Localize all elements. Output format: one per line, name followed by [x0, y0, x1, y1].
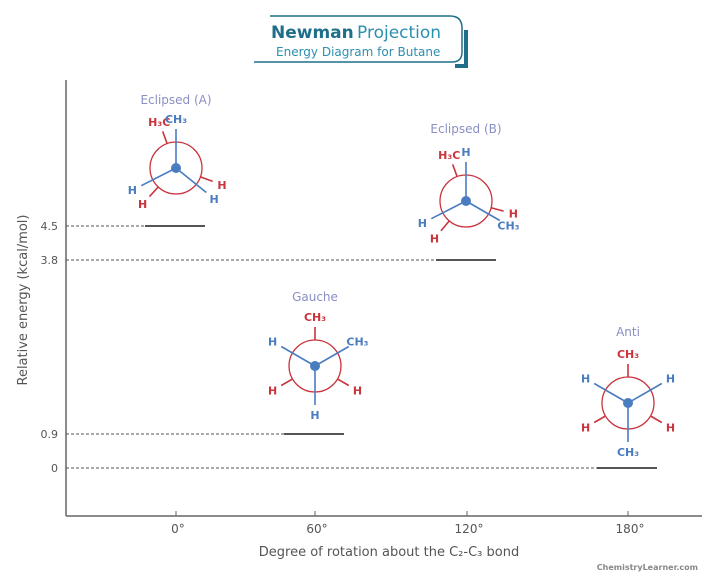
- back-substituent: H: [509, 208, 518, 221]
- back-substituent: H: [217, 179, 226, 192]
- front-bond: [280, 345, 316, 367]
- back-bond: [650, 415, 663, 424]
- front-substituent: CH₃: [165, 113, 187, 126]
- front-substituent: H: [310, 409, 319, 422]
- front-substituent: H: [128, 184, 137, 197]
- back-substituent: H: [430, 233, 439, 246]
- front-bond: [314, 345, 350, 367]
- front-carbon-dot: [310, 361, 320, 371]
- back-substituent: CH₃: [617, 348, 639, 361]
- front-substituent: CH₃: [617, 446, 639, 459]
- y-axis-label: Relative energy (kcal/mol): [16, 215, 31, 386]
- front-bond: [430, 200, 467, 220]
- y-tick-label: 0.9: [41, 428, 59, 441]
- front-carbon-dot: [171, 163, 181, 173]
- front-substituent: H: [461, 146, 470, 159]
- back-bond: [337, 378, 350, 387]
- back-substituent: H: [268, 385, 277, 398]
- title-light: Projection: [357, 23, 441, 43]
- x-tick-label: 60°: [306, 522, 327, 536]
- y-tick-label: 0: [51, 462, 58, 475]
- subtitle: Energy Diagram for Butane: [276, 45, 440, 59]
- back-bond: [490, 206, 504, 212]
- x-tick-label: 180°: [616, 522, 645, 536]
- front-substituent: H: [268, 336, 277, 349]
- back-bond: [593, 415, 606, 424]
- x-tick-label: 120°: [455, 522, 484, 536]
- back-substituent: H: [666, 422, 675, 435]
- conformer-label: Anti: [616, 325, 640, 339]
- back-substituent: H: [353, 385, 362, 398]
- front-substituent: H: [418, 217, 427, 230]
- back-bond: [440, 220, 450, 232]
- front-bond: [140, 167, 177, 187]
- front-bond: [627, 382, 663, 404]
- conformer-label: Eclipsed (A): [140, 93, 211, 107]
- conformer-label: Eclipsed (B): [430, 122, 501, 136]
- x-axis-label: Degree of rotation about the C₂-C₃ bond: [259, 545, 519, 560]
- back-substituent: CH₃: [304, 311, 326, 324]
- back-bond: [280, 378, 293, 387]
- front-substituent: CH₃: [497, 220, 519, 233]
- back-substituent: H: [581, 422, 590, 435]
- back-bond: [451, 164, 458, 177]
- y-tick-label: 3.8: [41, 254, 59, 267]
- back-bond: [161, 131, 168, 144]
- back-substituent: H: [138, 198, 147, 211]
- back-substituent: H₃C: [148, 116, 170, 129]
- front-substituent: H: [581, 373, 590, 386]
- conformer-label: Gauche: [292, 290, 338, 304]
- front-carbon-dot: [461, 196, 471, 206]
- back-bond: [148, 186, 159, 198]
- front-carbon-dot: [623, 398, 633, 408]
- watermark: ChemistryLearner.com: [597, 563, 698, 572]
- front-substituent: CH₃: [346, 336, 368, 349]
- front-bond: [465, 200, 501, 222]
- front-substituent: H: [209, 193, 218, 206]
- y-tick-label: 4.5: [41, 220, 59, 233]
- front-bond: [593, 382, 629, 404]
- x-tick-label: 0°: [171, 522, 185, 536]
- back-substituent: H₃C: [438, 149, 460, 162]
- title-bold: Newman: [271, 23, 354, 43]
- back-bond: [200, 176, 213, 183]
- title-banner: Newman Projection Energy Diagram for But…: [254, 15, 468, 68]
- front-substituent: H: [666, 373, 675, 386]
- front-bond: [175, 167, 207, 194]
